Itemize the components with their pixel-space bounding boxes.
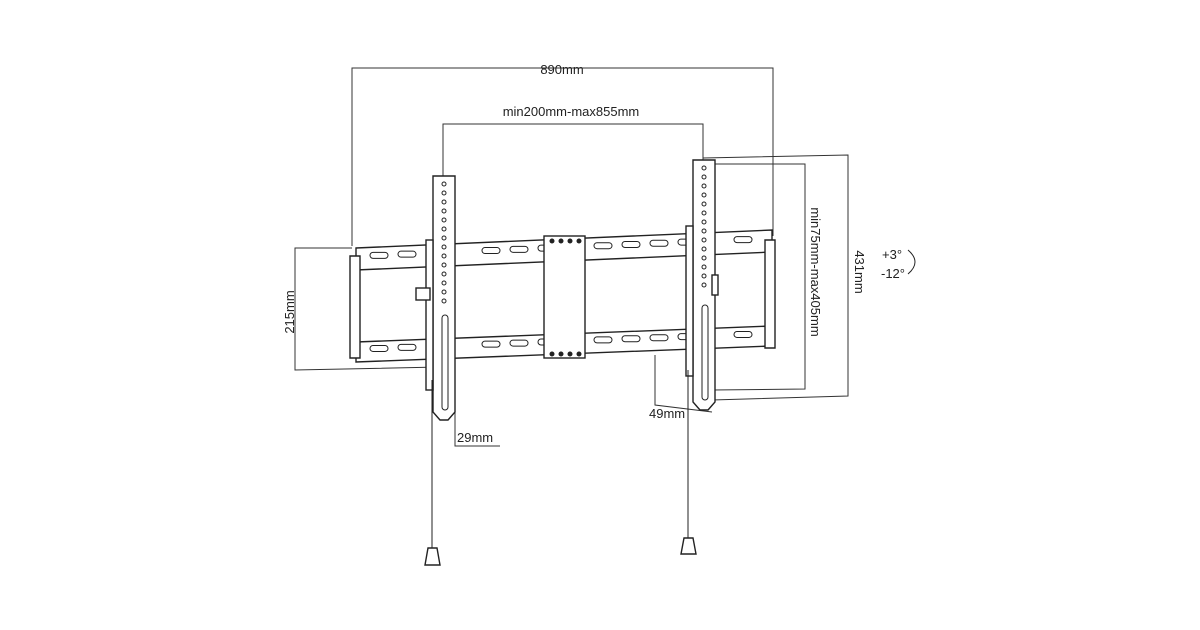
arm-hole (441, 280, 447, 286)
bolt (549, 238, 555, 244)
arm-hole (441, 289, 447, 295)
bolt (558, 351, 564, 357)
arm-hole (441, 235, 447, 241)
overall-width-label: 890mm (540, 62, 583, 77)
vertical-adjust-label: min75mm-max405mm (808, 207, 823, 336)
arm-hole (701, 264, 707, 270)
rail-slot (509, 245, 529, 253)
rail-slot (397, 250, 417, 258)
right-end-bracket (764, 239, 776, 349)
dimension-wall-distance-max: 49mm (649, 355, 713, 421)
right-safety-cord (680, 370, 697, 555)
arm-hole (701, 183, 707, 189)
rail-slot (649, 334, 669, 342)
arm-hole (701, 174, 707, 180)
overall-height-label: 431mm (852, 250, 867, 293)
dimension-overall-width: 890mm (351, 62, 774, 246)
arm-hole (441, 226, 447, 232)
dimension-vertical-adjust: min75mm-max405mm (711, 163, 823, 391)
left-safety-cord (424, 380, 441, 566)
dimension-wall-distance-min: 29mm (454, 410, 500, 447)
right-arm (685, 159, 719, 411)
tilt-arc-icon (907, 249, 916, 275)
bolt (549, 351, 555, 357)
rail-slot (593, 242, 613, 250)
rail-slot (397, 343, 417, 351)
arm-hole (441, 208, 447, 214)
cord-weight-icon (424, 547, 441, 566)
dimension-arm-spacing: min200mm-max855mm (442, 104, 704, 178)
rail-slot (481, 247, 501, 255)
rail-slot (733, 330, 753, 338)
rail-slot (621, 240, 641, 248)
arm-hole (441, 244, 447, 250)
dimension-rail-height: 215mm (282, 247, 441, 371)
arm-hole (441, 253, 447, 259)
wall-distance-max-label: 49mm (649, 406, 685, 421)
arm-hole (441, 199, 447, 205)
tilt-indicator: +3° -12° (881, 247, 916, 281)
rail-slot (369, 344, 389, 352)
arm-hole (441, 262, 447, 268)
dimension-overall-height: 431mm (702, 154, 867, 401)
arm-hole (701, 273, 707, 279)
arm-hole (701, 219, 707, 225)
rail-slot (593, 336, 613, 344)
tilt-down-label: -12° (881, 266, 905, 281)
arm-hole (701, 165, 707, 171)
arm-hole (701, 228, 707, 234)
arm-hole (441, 271, 447, 277)
arm-hole (701, 210, 707, 216)
arm-hole (441, 190, 447, 196)
rail-slot (733, 236, 753, 244)
arm-hole (701, 192, 707, 198)
arm-hole (441, 217, 447, 223)
wall-distance-min-label: 29mm (457, 430, 493, 445)
rail-slot (649, 239, 669, 247)
arm-hole (701, 237, 707, 243)
rail-height-label: 215mm (282, 290, 297, 333)
cord-weight-icon (680, 537, 697, 555)
arm-hole (701, 282, 707, 288)
arm-hole (701, 255, 707, 261)
rail-slot (369, 251, 389, 259)
rail-slot (621, 335, 641, 343)
arm-hole (441, 298, 447, 304)
arm-spacing-label: min200mm-max855mm (503, 104, 640, 119)
left-arm (415, 175, 456, 421)
bolt (576, 238, 582, 244)
center-plate (543, 235, 586, 359)
bolt (567, 238, 573, 244)
arm-hole (701, 201, 707, 207)
rail-slot (509, 339, 529, 347)
wall-plate (349, 229, 776, 363)
bolt (567, 351, 573, 357)
arm-hole (441, 181, 447, 187)
left-end-bracket (349, 255, 361, 359)
bolt (558, 238, 564, 244)
rail-slot (481, 340, 501, 348)
bolt (576, 351, 582, 357)
tilt-up-label: +3° (882, 247, 902, 262)
arm-hole (701, 246, 707, 252)
